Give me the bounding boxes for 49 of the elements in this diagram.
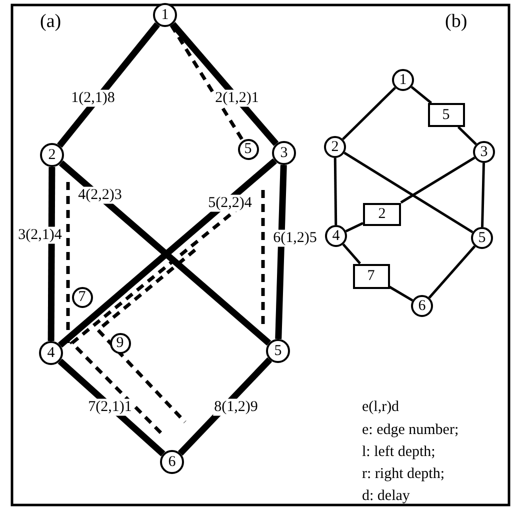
edge-line bbox=[57, 22, 160, 148]
panel-label: (a) bbox=[40, 12, 62, 33]
edge-line bbox=[344, 152, 474, 234]
node-circle: 7 bbox=[72, 286, 92, 308]
node-circle: 5 bbox=[266, 339, 290, 363]
node-circle: 5 bbox=[471, 227, 493, 249]
edge-line bbox=[481, 162, 485, 228]
edge-line bbox=[48, 166, 56, 342]
edge-line bbox=[342, 86, 396, 140]
edge-line bbox=[410, 86, 432, 104]
node-circle: 4 bbox=[325, 225, 347, 247]
node-circle: 2 bbox=[324, 136, 346, 158]
edge-label: 3(2,1)4 bbox=[17, 226, 63, 244]
panel-label: (b) bbox=[445, 12, 468, 33]
edge-label: 6(1,2)5 bbox=[272, 230, 318, 246]
edge-label: 5(2,2)4 bbox=[207, 194, 253, 212]
edge-label: 7(2,1)1 bbox=[87, 398, 133, 416]
edge-line bbox=[334, 158, 338, 226]
notation-formula: e(l,r)d bbox=[362, 399, 400, 416]
node-circle: 3 bbox=[473, 141, 495, 163]
delay-box: 2 bbox=[363, 202, 401, 226]
node-circle: 2 bbox=[40, 143, 64, 167]
legend-note: d: delay bbox=[362, 488, 410, 504]
edge-label: 4(2,2)3 bbox=[77, 186, 123, 204]
node-circle: 9 bbox=[110, 332, 130, 354]
edge-line bbox=[388, 286, 414, 302]
node-circle: 1 bbox=[392, 69, 414, 91]
edge-line bbox=[457, 126, 477, 146]
node-circle: 4 bbox=[39, 341, 63, 365]
legend-note: l: left depth; bbox=[362, 444, 436, 460]
edge-label: 1(2,1)8 bbox=[70, 90, 116, 106]
edge-line bbox=[275, 164, 287, 340]
edge-line bbox=[170, 22, 279, 146]
edge-label: 8(1,2)9 bbox=[213, 398, 259, 416]
edge-line bbox=[342, 243, 361, 264]
node-circle: 3 bbox=[272, 141, 296, 165]
edge-line bbox=[428, 245, 476, 299]
edge-line bbox=[345, 222, 364, 232]
legend-note: e: edge number; bbox=[362, 422, 459, 438]
node-circle: 6 bbox=[160, 450, 184, 474]
node-circle: 5 bbox=[238, 138, 258, 160]
edge-line bbox=[400, 156, 476, 204]
legend-note: r: right depth; bbox=[362, 466, 444, 482]
edge-label: 2(1,2)1 bbox=[214, 90, 260, 106]
edge-line bbox=[170, 24, 244, 141]
node-circle: 6 bbox=[411, 295, 433, 317]
delay-box: 5 bbox=[428, 103, 464, 127]
delay-box: 7 bbox=[352, 264, 390, 288]
edge-line bbox=[178, 357, 272, 456]
